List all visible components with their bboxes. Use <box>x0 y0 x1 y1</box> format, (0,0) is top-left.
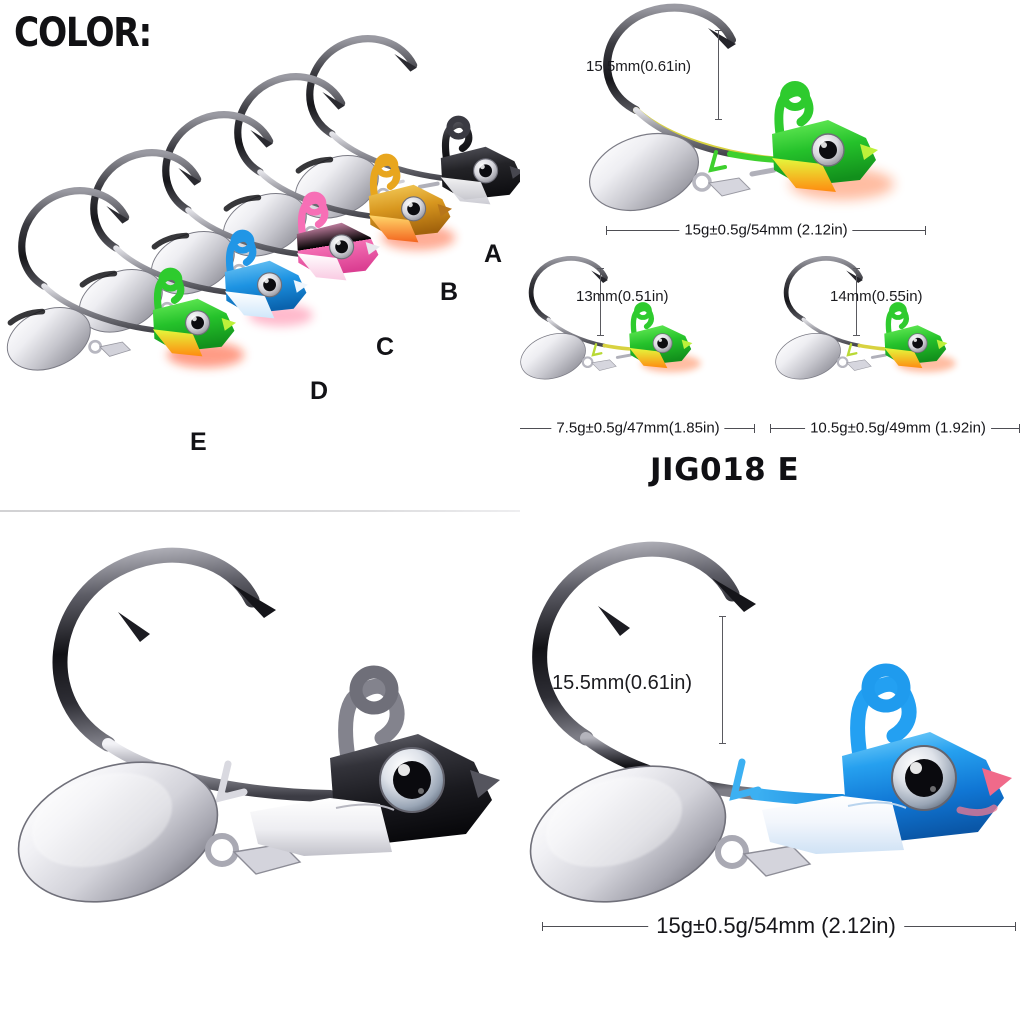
length-label-15g: 15g±0.5g/54mm (2.12in) <box>679 221 853 239</box>
hook-gap-label-10-5g: 14mm(0.55in) <box>830 288 923 305</box>
hook-gap-label-15g: 15.5mm(0.61in) <box>586 58 692 75</box>
length-label-detail: 15g±0.5g/54mm (2.12in) <box>648 913 904 939</box>
hook-gap-dimension-line-10-5g <box>853 268 860 336</box>
product-code-label: JIG018 E <box>650 452 800 488</box>
hook-gap-dimension-line-15g <box>715 30 722 120</box>
hook-gap-label-7-5g: 13mm(0.51in) <box>576 288 669 305</box>
color-heading: COLOR: <box>14 10 152 56</box>
spec-lure-15g <box>588 3 894 211</box>
panel-divider <box>0 510 520 512</box>
color-label-b: B <box>440 278 459 306</box>
color-swatch-lure-b <box>222 73 456 257</box>
color-swatch-lure-e <box>6 187 244 371</box>
hook-gap-dimension-line-detail <box>719 616 726 744</box>
hook-gap-label-detail: 15.5mm(0.61in) <box>552 672 693 694</box>
specs-panel: 15.5mm(0.61in) 15g±0.5g/54mm (2.12in) <box>520 0 1024 510</box>
spec-lure-7-5g <box>520 256 701 380</box>
color-chart-lures <box>6 35 520 371</box>
color-label-c: C <box>376 333 395 361</box>
length-label-7-5g: 7.5g±0.5g/47mm(1.85in) <box>551 419 725 437</box>
color-chart-panel: COLOR: <box>0 0 520 510</box>
color-label-e: E <box>190 428 207 456</box>
color-label-a: A <box>484 240 503 268</box>
detail-view-black-panel <box>0 512 520 1024</box>
color-label-d: D <box>310 377 329 405</box>
detail-lure-blue <box>529 541 1012 903</box>
hook-gap-dimension-line-7-5g <box>597 268 604 336</box>
spec-lure-10-5g <box>775 256 956 380</box>
detail-lure-black <box>17 547 500 903</box>
detail-view-blue-panel: 15.5mm(0.61in) 15g±0.5g/54mm (2.12in) <box>520 512 1024 1024</box>
length-label-10-5g: 10.5g±0.5g/49mm (1.92in) <box>805 419 991 437</box>
